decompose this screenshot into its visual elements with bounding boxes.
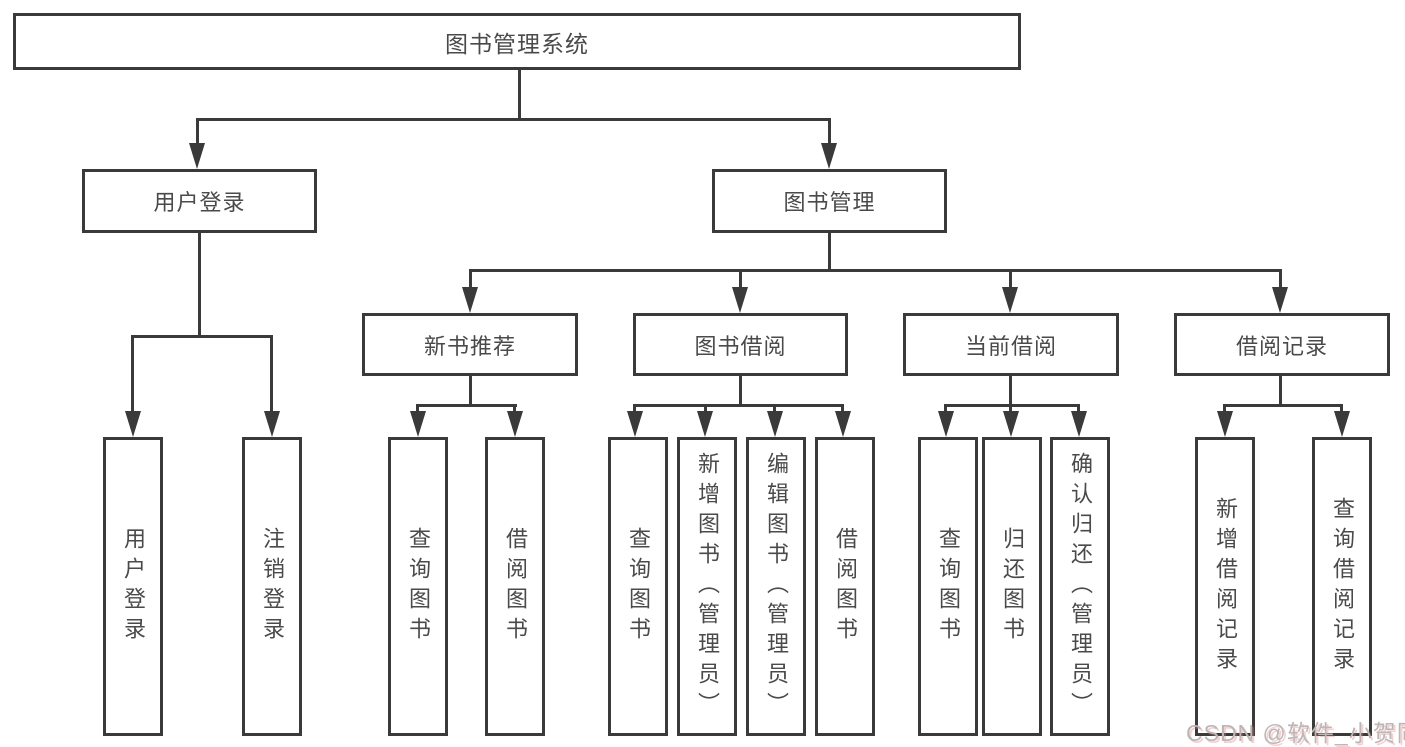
leaf-label: 查询借阅记录 xyxy=(1330,496,1355,677)
connector-arrow xyxy=(264,411,280,437)
connector-line xyxy=(1279,376,1282,407)
node-current-borrowing: 当前借阅 xyxy=(903,313,1119,376)
leaf-add-borrow-record: 新增借阅记录 xyxy=(1195,437,1255,736)
connector-line xyxy=(270,335,273,413)
connector-arrow xyxy=(835,411,851,437)
connector-arrow xyxy=(462,287,478,313)
leaf-user-login: 用户登录 xyxy=(103,437,163,736)
connector-line xyxy=(513,404,516,413)
node-user-login: 用户登录 xyxy=(82,169,317,233)
connector-line xyxy=(633,404,844,407)
connector-line xyxy=(1279,269,1282,291)
leaf-label: 新增借阅记录 xyxy=(1213,496,1238,677)
connector-line xyxy=(198,233,201,335)
connector-line xyxy=(1223,404,1343,407)
connector-line xyxy=(1009,404,1012,413)
leaf-label: 查询图书 xyxy=(936,526,961,647)
csdn-watermark: CSDN @软件_小贺同学 xyxy=(1186,720,1405,746)
leaf-label: 编辑图书（管理员） xyxy=(764,451,789,722)
connector-arrow xyxy=(1071,411,1087,437)
leaf-query-books-borrowing: 查询图书 xyxy=(608,437,668,736)
leaf-label: 确认归还（管理员） xyxy=(1068,451,1093,722)
connector-arrow xyxy=(410,411,426,437)
connector-arrow xyxy=(938,411,954,437)
leaf-add-books-admin: 新增图书（管理员） xyxy=(677,437,737,736)
connector-line xyxy=(1009,269,1012,291)
connector-line xyxy=(828,233,831,272)
connector-line xyxy=(633,404,636,413)
leaf-label: 新增图书（管理员） xyxy=(695,451,720,722)
connector-line xyxy=(739,269,742,291)
connector-arrow xyxy=(821,143,837,169)
leaf-query-books-recommend: 查询图书 xyxy=(388,437,448,736)
connector-line xyxy=(1223,404,1226,413)
connector-line xyxy=(944,404,947,413)
connector-line xyxy=(196,118,831,121)
connector-line xyxy=(131,335,273,338)
leaf-label: 查询图书 xyxy=(626,526,651,647)
leaf-label: 借阅图书 xyxy=(503,526,528,647)
leaf-label: 用户登录 xyxy=(121,526,146,647)
connector-arrow xyxy=(125,411,141,437)
leaf-logout-login: 注销登录 xyxy=(242,437,302,736)
connector-line xyxy=(196,118,199,146)
connector-line xyxy=(841,404,844,413)
connector-line xyxy=(416,404,517,407)
leaf-label: 归还图书 xyxy=(1000,526,1025,647)
connector-arrow xyxy=(1002,287,1018,313)
leaf-query-books-current: 查询图书 xyxy=(918,437,978,736)
connector-arrow xyxy=(507,411,523,437)
node-borrowing-records: 借阅记录 xyxy=(1174,313,1390,376)
connector-arrow xyxy=(1217,411,1233,437)
connector-line xyxy=(416,404,419,413)
leaf-label: 借阅图书 xyxy=(833,526,858,647)
connector-line xyxy=(773,404,776,413)
leaf-label: 注销登录 xyxy=(260,526,285,647)
node-library-system: 图书管理系统 xyxy=(13,13,1021,70)
connector-arrow xyxy=(767,411,783,437)
leaf-edit-books-admin: 编辑图书（管理员） xyxy=(746,437,806,736)
connector-arrow xyxy=(627,411,643,437)
leaf-query-borrow-record: 查询借阅记录 xyxy=(1312,437,1372,736)
node-book-management: 图书管理 xyxy=(712,169,947,233)
leaf-label: 查询图书 xyxy=(406,526,431,647)
connector-arrow xyxy=(697,411,713,437)
node-book-borrowing: 图书借阅 xyxy=(633,313,848,376)
connector-line xyxy=(739,376,742,407)
connector-arrow xyxy=(1272,287,1288,313)
leaf-return-books: 归还图书 xyxy=(982,437,1042,736)
leaf-confirm-return-admin: 确认归还（管理员） xyxy=(1050,437,1110,736)
connector-arrow xyxy=(1003,411,1019,437)
leaf-borrow-books-borrowing: 借阅图书 xyxy=(815,437,875,736)
node-new-book-recommendation: 新书推荐 xyxy=(362,313,578,376)
connector-line xyxy=(828,118,831,146)
connector-arrow xyxy=(732,287,748,313)
connector-line xyxy=(944,404,1080,407)
connector-line xyxy=(469,269,472,291)
connector-line xyxy=(131,335,134,413)
connector-line xyxy=(704,404,707,413)
connector-line xyxy=(1077,404,1080,413)
connector-line xyxy=(469,376,472,407)
connector-line xyxy=(518,69,521,118)
connector-arrow xyxy=(1334,411,1350,437)
connector-line xyxy=(1340,404,1343,413)
connector-line xyxy=(1009,376,1012,407)
connector-line xyxy=(469,269,1282,272)
connector-arrow xyxy=(189,143,205,169)
leaf-borrow-books-recommend: 借阅图书 xyxy=(485,437,545,736)
